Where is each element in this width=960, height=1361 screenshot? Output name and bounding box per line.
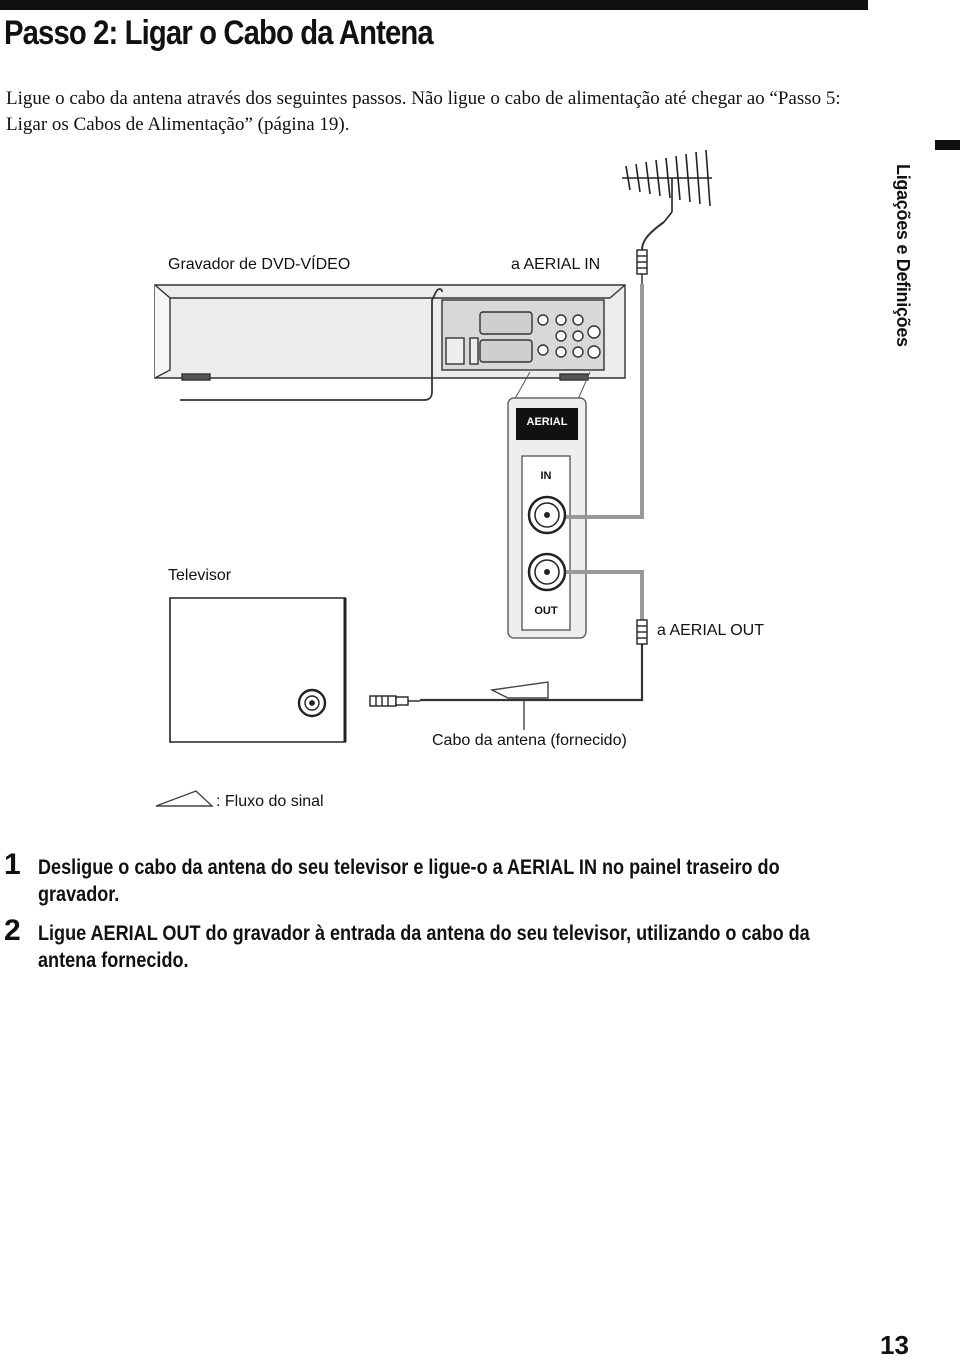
step-text: Desligue o cabo da antena do seu televis… (38, 856, 780, 906)
dvd-recorder (154, 284, 626, 381)
page-title: Passo 2: Ligar o Cabo da Antena (4, 14, 434, 52)
aerial-in-label: a AERIAL IN (511, 256, 601, 273)
television (169, 597, 347, 743)
step-number: 2 (4, 914, 21, 947)
page-number: 13 (880, 1330, 909, 1360)
legend-arrow-icon (155, 790, 214, 807)
aerial-out-label: a AERIAL OUT (657, 622, 764, 639)
recorder-label: Gravador de DVD-VÍDEO (168, 256, 351, 273)
intro-paragraph: Ligue o cabo da antena através dos segui… (6, 88, 841, 135)
side-tab-bar (935, 140, 960, 150)
aerial-panel (507, 397, 587, 639)
panel-in-label: IN (540, 470, 552, 482)
tv-label: Televisor (168, 567, 232, 584)
connection-diagram (154, 149, 712, 807)
step-number: 1 (4, 848, 21, 881)
cable-label: Cabo da antena (fornecido) (432, 732, 627, 749)
step-text: Ligue AERIAL OUT do gravador à entrada d… (38, 922, 810, 972)
panel-title: AERIAL (526, 416, 568, 428)
aerial-out-plug (636, 619, 648, 645)
tv-plug (369, 695, 420, 707)
signal-flow-legend: : Fluxo do sinal (216, 793, 324, 810)
aerial-in-plug (636, 249, 648, 284)
top-rule (0, 0, 868, 10)
antenna-icon (622, 149, 712, 223)
panel-out-label: OUT (534, 605, 558, 617)
signal-flow-arrow-icon (489, 681, 549, 730)
